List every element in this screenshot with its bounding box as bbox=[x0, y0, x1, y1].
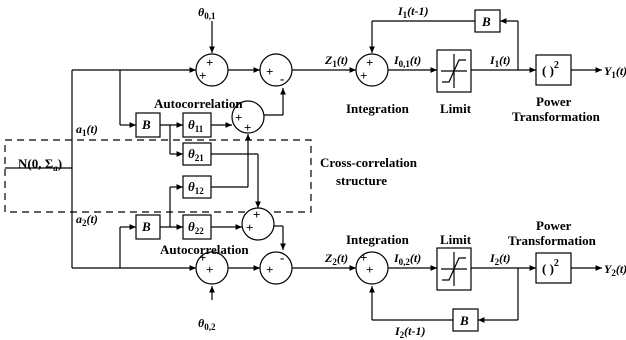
sum-junction-ch1-diff bbox=[259, 53, 293, 87]
limit-label: Limit bbox=[440, 232, 472, 247]
autocorrelation-label: Autocorrelation bbox=[154, 96, 243, 111]
i2-label: I2(t) bbox=[489, 251, 511, 267]
b-block-ch1 bbox=[135, 112, 161, 138]
plus-sign: + bbox=[366, 55, 373, 70]
power-block-label: ( )2 bbox=[542, 60, 559, 78]
power-block-ch1 bbox=[535, 54, 572, 86]
signal-labels: θ0,1 θ0,2 a1(t) a2(t) Z1(t) Z2(t) I0,1(t… bbox=[18, 4, 626, 340]
limit-curve-icon bbox=[441, 252, 467, 286]
descriptive-labels: Autocorrelation Autocorrelation Cross-co… bbox=[154, 94, 601, 257]
theta02-label: θ0,2 bbox=[198, 316, 216, 332]
sum-junction-ch2-auto bbox=[241, 207, 275, 241]
power-block-label: ( )2 bbox=[542, 258, 559, 276]
i1-prev-label: I1(t-1) bbox=[397, 4, 429, 20]
sum-junction-ch2-integration bbox=[355, 251, 389, 285]
sum-junction-ch2-diff bbox=[259, 251, 293, 285]
i1-label: I1(t) bbox=[489, 53, 511, 69]
theta11-block bbox=[182, 112, 212, 138]
power-block-ch2 bbox=[535, 252, 572, 284]
feedback-b-block-ch1 bbox=[474, 9, 501, 33]
feedback-b-block-ch2 bbox=[452, 308, 479, 332]
theta22-label: θ22 bbox=[188, 219, 204, 236]
block-labels: B B B B θ11 θ21 θ12 θ22 ( )2 ( )2 bbox=[141, 14, 559, 328]
plus-sign: + bbox=[206, 262, 213, 277]
power-label: Transformation bbox=[512, 109, 601, 124]
plus-sign: + bbox=[199, 68, 206, 83]
plus-sign: + bbox=[360, 68, 367, 83]
plus-sign: + bbox=[235, 110, 242, 125]
theta22-block bbox=[182, 214, 212, 240]
power-label: Transformation bbox=[508, 233, 597, 248]
i01-label: I0,1(t) bbox=[393, 53, 421, 69]
z1-label: Z1(t) bbox=[324, 53, 348, 69]
plus-sign: + bbox=[253, 207, 260, 222]
feedback-b-label: B bbox=[459, 313, 469, 328]
theta21-block bbox=[182, 142, 212, 166]
power-label: Power bbox=[536, 218, 572, 233]
sum-junction-ch1-auto bbox=[231, 100, 265, 134]
z2-label: Z2(t) bbox=[324, 251, 348, 267]
plus-sign: + bbox=[246, 220, 253, 235]
minus-sign: - bbox=[280, 250, 284, 265]
blocks bbox=[135, 9, 572, 332]
plus-sign: + bbox=[244, 120, 251, 135]
i02-label: I0,2(t) bbox=[393, 251, 421, 267]
y2-label: Y2(t) bbox=[604, 262, 626, 278]
integration-label: Integration bbox=[346, 232, 410, 247]
plus-sign: + bbox=[360, 250, 367, 265]
junction-signs: + + + - + + + + + + - + + + + + bbox=[199, 55, 373, 277]
theta12-block bbox=[182, 175, 212, 199]
cross-correlation-label: structure bbox=[336, 173, 387, 188]
plus-sign: + bbox=[266, 262, 273, 277]
power-label: Power bbox=[536, 94, 572, 109]
sum-junction-ch1-integration bbox=[355, 53, 389, 87]
cross-correlation-label: Cross-correlation bbox=[320, 155, 418, 170]
b-block-label: B bbox=[141, 219, 151, 234]
limit-label: Limit bbox=[440, 101, 472, 116]
b-block-ch2 bbox=[135, 214, 161, 240]
theta12-label: θ12 bbox=[188, 179, 204, 196]
plus-sign: + bbox=[366, 262, 373, 277]
integration-label: Integration bbox=[346, 101, 410, 116]
a2-label: a2(t) bbox=[76, 212, 98, 228]
feedback-b-label: B bbox=[481, 14, 491, 29]
y1-label: Y1(t) bbox=[604, 64, 626, 80]
plus-sign: + bbox=[199, 250, 206, 265]
sum-junction-ch2-theta bbox=[195, 251, 229, 285]
wires bbox=[5, 18, 602, 323]
plus-sign: + bbox=[266, 64, 273, 79]
theta11-label: θ11 bbox=[188, 117, 204, 134]
input-distribution-label: N(0, Σa) bbox=[18, 156, 62, 173]
plus-sign: + bbox=[206, 55, 213, 70]
i2-prev-label: I2(t-1) bbox=[394, 324, 426, 340]
limit-curve-icon bbox=[441, 54, 467, 88]
autocorrelation-label: Autocorrelation bbox=[160, 242, 249, 257]
theta21-label: θ21 bbox=[188, 146, 204, 163]
theta01-label: θ0,1 bbox=[198, 5, 216, 21]
minus-sign: - bbox=[280, 71, 284, 86]
sum-junction-ch1-theta bbox=[195, 53, 229, 87]
b-block-label: B bbox=[141, 117, 151, 132]
a1-label: a1(t) bbox=[76, 122, 98, 138]
cross-correlation-region bbox=[4, 139, 312, 213]
